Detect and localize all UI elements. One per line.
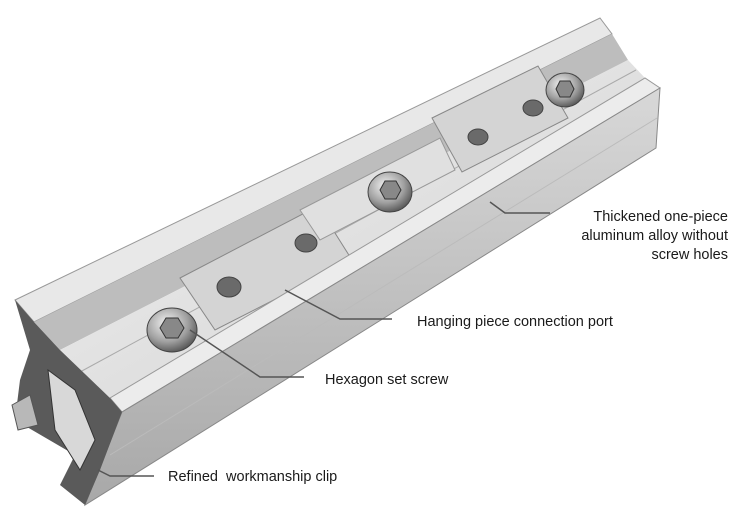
label-hexagon-screw: Hexagon set screw (325, 372, 449, 388)
leader-line-thickened (489, 201, 550, 214)
connection-plate (431, 65, 569, 173)
label-line: aluminum alloy without (581, 228, 728, 244)
label-refined-clip: Refined workmanship clip (168, 469, 338, 485)
label-line: Thickened one-piece (593, 209, 728, 225)
hexagon-set-screw (367, 171, 413, 213)
leader-line-hexagon (189, 329, 304, 378)
plate-hole (294, 233, 318, 253)
leader-line-clip (97, 469, 154, 477)
label-thickened-alloy: Thickened one-piece aluminum alloy withou… (581, 208, 728, 265)
clip-insert (47, 368, 96, 472)
label-hanging-port: Hanging piece connection port (417, 314, 613, 330)
clip-tab (11, 394, 39, 431)
leader-line-hanging (284, 289, 392, 320)
plate-hole (216, 276, 242, 298)
hexagon-set-screw (146, 307, 198, 353)
plate-hole (467, 128, 489, 146)
plate-hole (522, 99, 544, 117)
label-line: screw holes (651, 247, 728, 263)
hexagon-set-screw (545, 72, 585, 108)
